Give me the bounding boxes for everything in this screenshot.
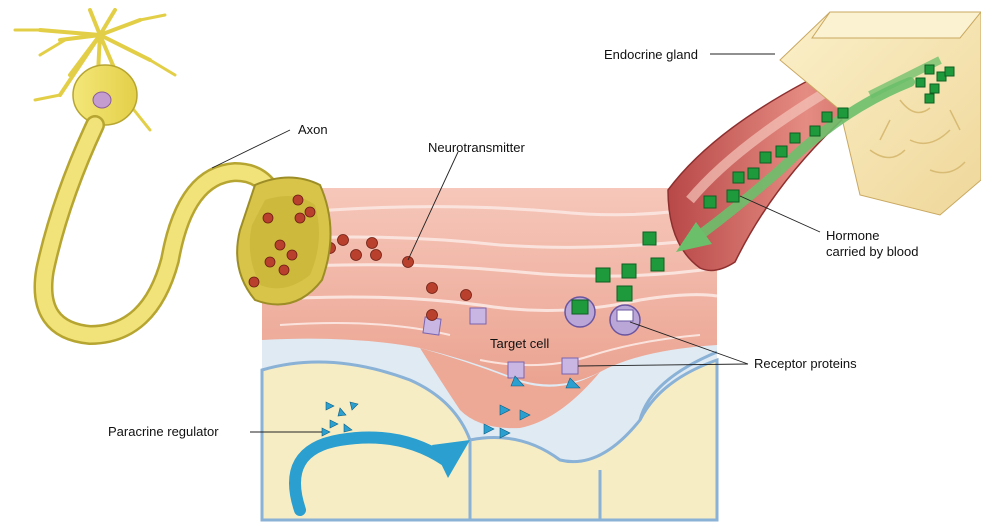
hormone-label-line2: carried by blood [826, 244, 936, 260]
hormone-label-line1: Hormone [826, 228, 936, 244]
target-cell-label: Target cell [490, 336, 549, 352]
neuron [15, 10, 331, 335]
paracrine-regulator-label: Paracrine regulator [108, 424, 219, 440]
hormone-label: Hormone carried by blood [826, 228, 936, 260]
endocrine-gland-label: Endocrine gland [604, 47, 698, 63]
axon-label: Axon [298, 122, 328, 138]
receptor-proteins-label: Receptor proteins [754, 356, 857, 372]
neurotransmitter-label: Neurotransmitter [428, 140, 525, 156]
